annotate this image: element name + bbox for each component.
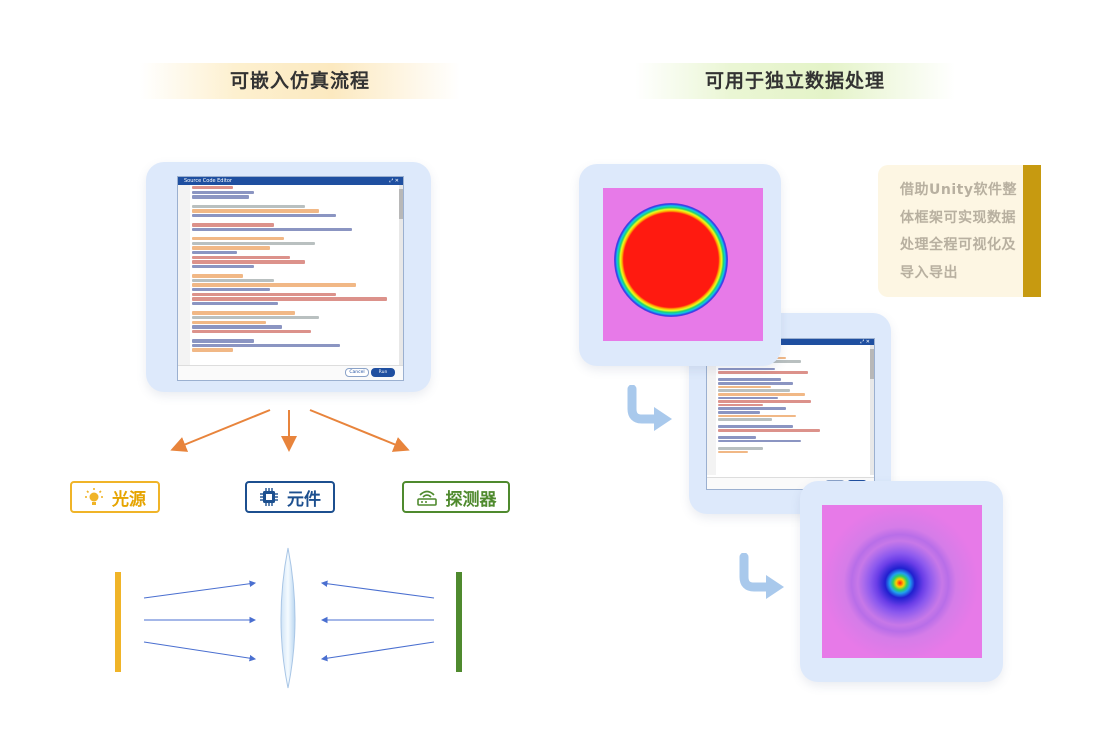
code-line [192, 190, 254, 195]
code-line [718, 425, 793, 429]
code-line [718, 367, 775, 371]
window-controls-icon[interactable]: ⤢ ✕ [860, 339, 870, 345]
code-line [192, 237, 285, 241]
chip-icon [260, 488, 278, 506]
code-line [718, 389, 790, 392]
code-line [192, 227, 352, 232]
code-line [192, 274, 244, 278]
branch-arrows [170, 409, 410, 452]
note-line: 处理全程可视化及 [900, 237, 1016, 253]
code-line [192, 329, 311, 334]
code-line [192, 241, 315, 246]
code-area[interactable] [178, 185, 403, 366]
code-line [192, 320, 266, 324]
code-line [192, 302, 279, 306]
uniform-disk [614, 203, 728, 317]
vertical-scrollbar[interactable] [399, 185, 403, 366]
code-line [192, 223, 274, 227]
code-line [192, 292, 336, 297]
editor-title: Source Code Editor [184, 178, 232, 184]
arrow-to-source [170, 409, 271, 452]
run-button[interactable]: Run [371, 368, 395, 377]
code-lines [192, 186, 397, 353]
detector-label: 探测器 [445, 489, 497, 510]
code-line [718, 378, 781, 382]
section-title-standalone: 可用于独立数据处理 [635, 63, 955, 99]
code-line [718, 439, 801, 443]
lens-shape [280, 547, 296, 689]
element-label: 元件 [287, 489, 321, 510]
code-line [192, 260, 305, 264]
code-line [718, 450, 748, 454]
ray-right-1 [320, 580, 435, 599]
editor-titlebar[interactable]: Source Code Editor ⤢ ✕ [178, 177, 403, 185]
detector-icon [416, 490, 437, 506]
code-line [718, 407, 786, 410]
code-line [718, 429, 820, 432]
code-line [192, 325, 283, 329]
code-line [192, 348, 233, 352]
code-line [718, 418, 772, 421]
code-line [192, 288, 270, 292]
code-line [718, 447, 763, 450]
detector-tag[interactable]: 探测器 [402, 481, 510, 513]
code-line [192, 343, 340, 348]
code-line [192, 339, 254, 343]
line-number-gutter [707, 345, 716, 475]
output-field-plot [822, 505, 982, 658]
code-line [192, 255, 291, 259]
optical-schematic [115, 547, 462, 689]
light-source-label: 光源 [112, 489, 146, 510]
detector-bar [456, 572, 462, 672]
ray-left-1 [143, 580, 257, 599]
code-line [718, 414, 796, 418]
code-line [718, 436, 756, 439]
cancel-button[interactable]: Cancel [345, 368, 369, 377]
airy-pattern [822, 505, 978, 658]
code-line [192, 209, 320, 213]
line-number-gutter [178, 185, 190, 366]
note-panel: 借助Unity软件整 体框架可实现数据 处理全程可视化及 导入导出 [878, 165, 1041, 297]
curved-arrow-icon [627, 385, 672, 431]
light-source-tag[interactable]: 光源 [70, 481, 160, 513]
code-line [718, 400, 811, 403]
input-field-plot [603, 188, 763, 341]
code-line [192, 297, 387, 301]
vertical-scrollbar[interactable] [870, 345, 874, 475]
section-title-embed: 可嵌入仿真流程 [140, 63, 460, 99]
processing-editor-titlebar[interactable]: ⤢ ✕ [707, 339, 874, 345]
code-line [192, 315, 320, 320]
code-line [718, 403, 763, 407]
code-line [718, 396, 778, 400]
code-line [192, 246, 270, 250]
code-line [192, 278, 274, 283]
code-line [192, 311, 295, 315]
code-line [192, 213, 336, 218]
ray-right-3 [320, 641, 435, 662]
note-accent-bar [1023, 165, 1041, 297]
note-line: 导入导出 [900, 264, 958, 281]
ray-left-3 [143, 641, 257, 662]
arrow-to-detector [309, 409, 410, 452]
light-source-bar [115, 572, 121, 672]
code-line [718, 382, 793, 385]
code-line [192, 250, 238, 255]
editor-footer: Cancel Run [178, 365, 403, 380]
curved-arrow-icon [739, 553, 784, 599]
code-line [718, 392, 805, 396]
code-line [718, 385, 771, 389]
code-line [192, 264, 254, 269]
window-controls-icon[interactable]: ⤢ ✕ [389, 178, 399, 184]
source-code-editor-window[interactable]: Source Code Editor ⤢ ✕ Cancel Run [177, 176, 404, 381]
code-line [192, 283, 356, 287]
lightbulb-icon [85, 488, 103, 505]
code-line [718, 371, 808, 374]
code-line [718, 410, 760, 414]
code-line [192, 195, 250, 199]
code-line [192, 186, 233, 190]
note-line: 借助Unity软件整 [900, 182, 1017, 198]
element-tag[interactable]: 元件 [245, 481, 335, 513]
code-line [192, 204, 305, 208]
note-line: 体框架可实现数据 [900, 209, 1016, 226]
